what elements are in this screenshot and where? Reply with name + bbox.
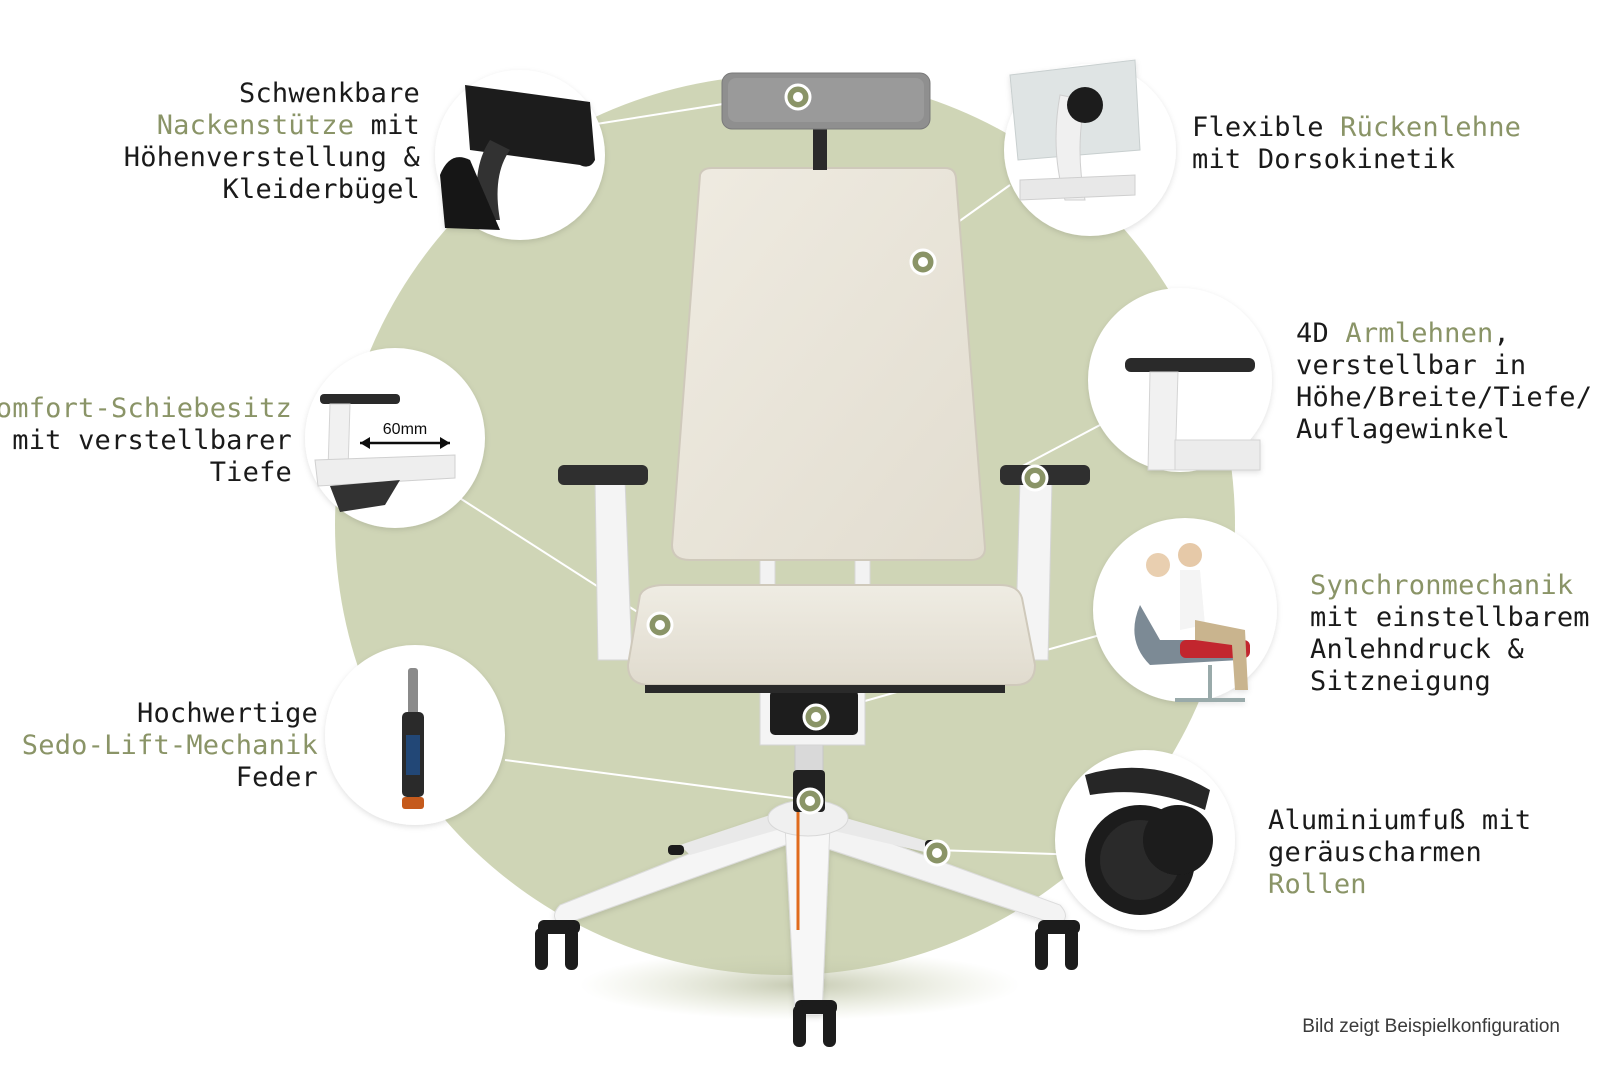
- gas-spring-icon: [325, 645, 505, 825]
- feature-text: Kleiderbügel: [222, 174, 420, 205]
- armrest-detail-icon: [1088, 288, 1272, 472]
- feature-text: Tiefe: [209, 457, 292, 488]
- feature-highlight-text: Nackenstütze: [156, 110, 355, 141]
- feature-label-line: Tiefe: [0, 457, 292, 489]
- feature-label-line: Aluminiumfuß mit: [1268, 805, 1531, 837]
- feature-highlight-text: Rückenlehne: [1340, 112, 1522, 143]
- feature-label-line: mit verstellbarer: [0, 425, 292, 457]
- feature-label-line: Feder: [22, 762, 318, 794]
- feature-highlight-text: Synchronmechanik: [1310, 570, 1574, 601]
- feature-markers: [646, 83, 1049, 867]
- marker-seat: [646, 611, 674, 639]
- marker-gaslift: [796, 787, 824, 815]
- marker-headrest: [784, 83, 812, 111]
- feature-text: verstellbar in: [1296, 350, 1527, 381]
- chair-backrest: [670, 167, 987, 561]
- feature-label-line: Sitzneigung: [1310, 666, 1590, 698]
- feature-label-line: Anlehndruck &: [1310, 634, 1590, 666]
- feature-label-line: Flexible Rückenlehne: [1192, 112, 1521, 144]
- detail-insets: 60mm: [305, 59, 1277, 930]
- feature-label-line: Schwenkbare: [124, 78, 420, 110]
- chair-illustration: [535, 72, 1090, 1047]
- feature-label-line: Komfort-Schiebesitz: [0, 393, 292, 425]
- feature-label-line: Synchronmechanik: [1310, 570, 1590, 602]
- feature-label-line: mit Dorsokinetik: [1192, 144, 1521, 176]
- feature-text: Auflagewinkel: [1296, 414, 1510, 445]
- marker-backrest: [909, 248, 937, 276]
- marker-armrest: [1021, 464, 1049, 492]
- feature-text: Höhe/Breite/Tiefe/: [1296, 382, 1593, 413]
- feature-text: 4D: [1296, 318, 1346, 349]
- feature-highlight-text: Komfort-Schiebesitz: [0, 393, 292, 424]
- feature-text: Anlehndruck &: [1310, 634, 1524, 665]
- feature-label-line: Kleiderbügel: [124, 174, 420, 206]
- sitting-people-icon: [1093, 518, 1277, 702]
- feature-label-line: Auflagewinkel: [1296, 414, 1592, 446]
- chair-left-armrest: [594, 479, 633, 661]
- feature-highlight-text: Armlehnen: [1345, 318, 1494, 349]
- feature-text: mit verstellbarer: [12, 425, 292, 456]
- leader-line-gaslift: [504, 759, 809, 801]
- feature-text: mit einstellbarem: [1310, 602, 1590, 633]
- feature-text: mit: [354, 110, 420, 141]
- feature-label-line: Nackenstütze mit: [124, 110, 420, 142]
- chair-seat: [626, 584, 1037, 686]
- feature-text: geräuscharmen: [1268, 837, 1482, 868]
- feature-text: Sitzneigung: [1310, 666, 1492, 697]
- feature-text: mit Dorsokinetik: [1192, 144, 1456, 175]
- feature-label-line: Rollen: [1268, 869, 1531, 901]
- feature-text: Hochwertige: [136, 698, 318, 729]
- seat-slide-icon: 60mm: [305, 348, 485, 528]
- marker-base: [923, 839, 951, 867]
- feature-label-line: Höhe/Breite/Tiefe/: [1296, 382, 1592, 414]
- chair-base: [554, 799, 1066, 1016]
- leader-line-armrest: [1014, 424, 1101, 471]
- caption: Bild zeigt Beispielkonfiguration: [1302, 1016, 1560, 1037]
- seat-slide-distance-label: 60mm: [383, 421, 427, 438]
- feature-highlight-text: Rollen: [1268, 869, 1367, 900]
- feature-label-line: geräuscharmen: [1268, 837, 1531, 869]
- feature-text: Höhenverstellung &: [123, 142, 420, 173]
- headrest-detail-icon: [435, 70, 605, 240]
- caster-wheel-icon: [1055, 750, 1235, 930]
- feature-label-line: Sedo-Lift-Mechanik: [22, 730, 318, 762]
- feature-text: Aluminiumfuß mit: [1268, 805, 1532, 836]
- feature-text: ,: [1493, 318, 1510, 349]
- feature-label-line: mit einstellbarem: [1310, 602, 1590, 634]
- feature-label-line: 4D Armlehnen,: [1296, 318, 1592, 350]
- marker-mechanism: [802, 703, 830, 731]
- feature-text: Feder: [235, 762, 318, 793]
- backrest-mechanism-icon: [1004, 59, 1176, 236]
- feature-label-line: Höhenverstellung &: [124, 142, 420, 174]
- feature-label-line: Hochwertige: [22, 698, 318, 730]
- feature-text: Schwenkbare: [238, 78, 420, 109]
- feature-text: Flexible: [1192, 112, 1341, 143]
- feature-label-line: verstellbar in: [1296, 350, 1592, 382]
- feature-highlight-text: Sedo-Lift-Mechanik: [21, 730, 318, 761]
